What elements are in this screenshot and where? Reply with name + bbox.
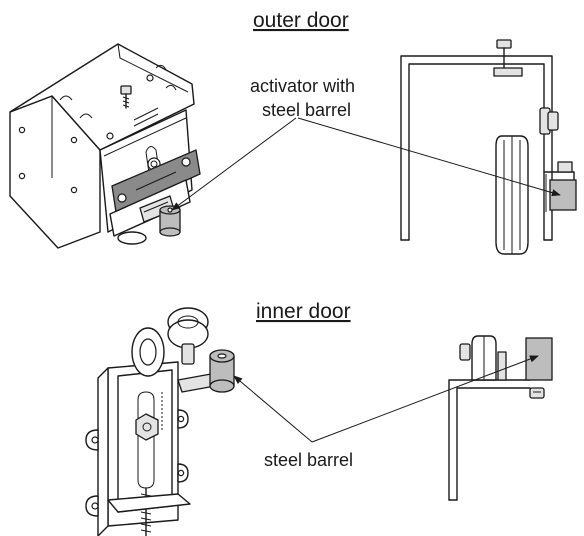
outer-door-hanger-side bbox=[400, 39, 577, 255]
leader-to-outer-barrel-side bbox=[297, 117, 561, 197]
activator-label-line2: steel barrel bbox=[262, 100, 351, 120]
leader-to-inner-barrel-iso bbox=[233, 375, 313, 443]
activator-label-line1: activator with bbox=[250, 76, 355, 96]
outer-barrel-leaders bbox=[171, 117, 561, 211]
outer-door-hanger-iso bbox=[9, 43, 201, 249]
inner-door-hanger-side bbox=[448, 335, 553, 501]
inner-door-heading: inner door bbox=[256, 300, 351, 323]
inner-door-hanger-iso bbox=[85, 307, 235, 536]
steel-barrel-label: steel barrel bbox=[264, 450, 353, 470]
leader-to-outer-barrel-iso bbox=[171, 117, 297, 211]
outer-door-heading: outer door bbox=[253, 9, 349, 32]
inner-barrel-leaders bbox=[233, 355, 539, 443]
leader-to-inner-barrel-side bbox=[311, 355, 539, 443]
